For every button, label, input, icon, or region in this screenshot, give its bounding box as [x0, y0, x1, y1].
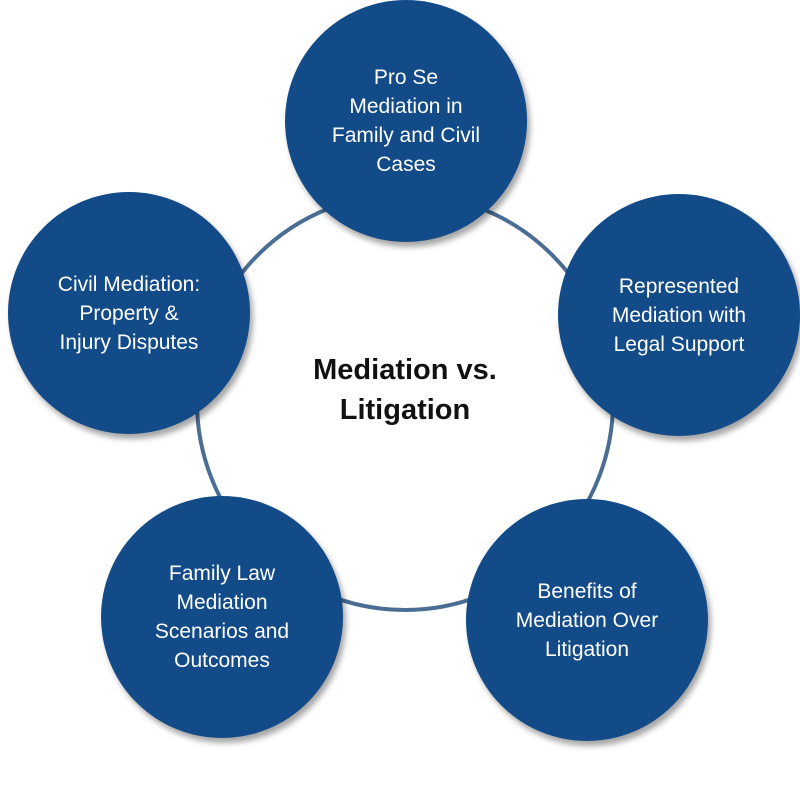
node-family-law-mediation: Family Law Mediation Scenarios and Outco…	[101, 496, 343, 738]
node-label: Benefits of Mediation Over Litigation	[515, 579, 659, 661]
center-title: Mediation vs. Litigation	[313, 354, 497, 426]
node-benefits-of-mediation: Benefits of Mediation Over Litigation	[466, 499, 708, 741]
node-pro-se-mediation: Pro Se Mediation in Family and Civil Cas…	[285, 0, 527, 242]
node-label: Represented Mediation with Legal Support	[611, 274, 747, 356]
node-label: Pro Se Mediation in Family and Civil Cas…	[331, 66, 481, 176]
node-label: Family Law Mediation Scenarios and Outco…	[154, 562, 290, 672]
node-civil-mediation: Civil Mediation: Property & Injury Dispu…	[8, 192, 250, 434]
node-represented-mediation: Represented Mediation with Legal Support	[558, 194, 800, 436]
node-label: Civil Mediation: Property & Injury Dispu…	[57, 272, 201, 354]
